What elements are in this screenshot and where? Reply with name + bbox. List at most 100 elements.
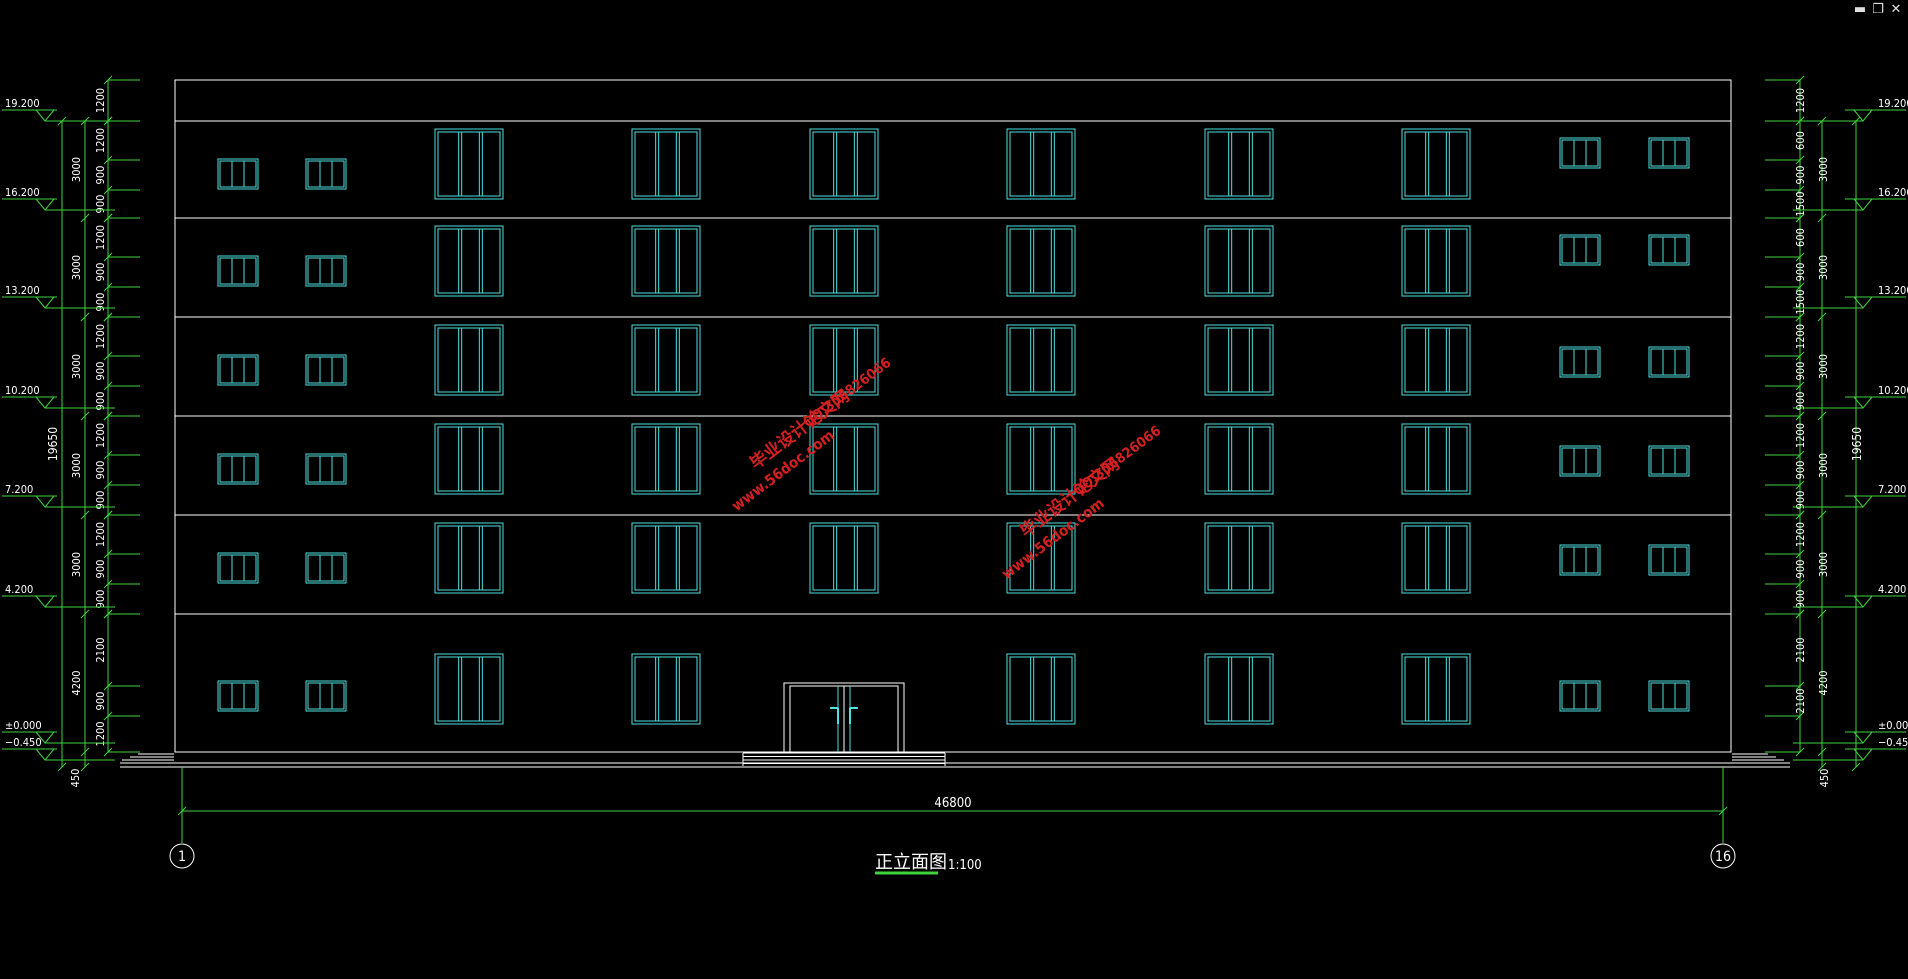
window-inner	[634, 656, 698, 722]
dim-tick	[1817, 411, 1827, 421]
elevation-marker: −0.450	[1793, 736, 1908, 761]
window-inner	[437, 525, 501, 591]
dim-detail-label: 1200	[94, 324, 107, 349]
window-frame	[1204, 324, 1274, 396]
elevation-marker: 10.200	[2, 384, 115, 409]
small-window	[305, 552, 347, 584]
small-window	[1559, 680, 1601, 712]
elevation-label: −0.450	[1878, 736, 1908, 749]
small-window	[1648, 346, 1690, 378]
dim-tick	[80, 762, 90, 772]
window-frame	[1006, 653, 1076, 725]
window-frame	[434, 522, 504, 594]
width-dimension-label: 46800	[934, 796, 971, 811]
dim-detail-label: 900	[1794, 362, 1807, 381]
window	[1006, 653, 1076, 725]
window-inner	[1404, 426, 1468, 492]
window-inner	[307, 356, 345, 384]
dim-detail-label: 900	[94, 392, 107, 411]
elev-triangle	[1853, 495, 1873, 508]
dim-tick	[80, 747, 90, 757]
elevation-marker: 19.200	[1793, 97, 1908, 122]
window-frame	[809, 324, 879, 396]
dim-tick	[57, 762, 67, 772]
small-window	[1559, 346, 1601, 378]
axis-label: 16	[1715, 849, 1731, 865]
window-frame	[1204, 225, 1274, 297]
elevation-marker: 4.200	[1793, 583, 1906, 608]
window-inner	[1207, 656, 1271, 722]
window-inner	[307, 160, 345, 188]
elevation-label: 19.200	[5, 97, 40, 110]
window-frame	[1401, 225, 1471, 297]
window	[434, 423, 504, 495]
small-window	[1648, 137, 1690, 169]
window-frame	[1006, 128, 1076, 200]
window-inner	[1009, 228, 1073, 294]
dim-total-label: 19650	[46, 427, 60, 461]
dim-detail-label: 1200	[94, 128, 107, 153]
axis-circle	[1710, 843, 1736, 869]
dim-detail-label: 900	[94, 692, 107, 711]
window-frame	[1648, 137, 1690, 169]
window-inner	[1207, 131, 1271, 197]
dim-tick	[1817, 747, 1827, 757]
dim-floor-label: 4200	[70, 670, 83, 695]
window-inner	[1561, 447, 1599, 475]
dim-tick	[80, 609, 90, 619]
window-frame	[631, 225, 701, 297]
elev-triangle	[1853, 731, 1873, 744]
window-inner	[307, 554, 345, 582]
axis-circle	[169, 843, 195, 869]
window-inner	[1404, 327, 1468, 393]
minimize-icon[interactable]: ▬	[1853, 2, 1867, 17]
watermark-text: QQ:306826066	[800, 355, 894, 431]
window	[1006, 423, 1076, 495]
dim-tick	[1817, 213, 1827, 223]
small-window	[217, 453, 259, 485]
dim-tick	[1718, 806, 1728, 816]
restore-icon[interactable]: ❐	[1872, 2, 1884, 17]
window-inner	[219, 554, 257, 582]
window-frame	[1559, 346, 1601, 378]
elevation-label: 16.200	[5, 186, 40, 199]
dim-floor-label: 4200	[1817, 670, 1830, 695]
window-inner	[1009, 525, 1073, 591]
door-frame	[783, 682, 905, 754]
window	[1006, 225, 1076, 297]
window-inner	[1009, 327, 1073, 393]
axis-label: 1	[178, 849, 186, 865]
window-frame	[305, 255, 347, 287]
window-inner	[1561, 348, 1599, 376]
close-icon[interactable]: ✕	[1890, 2, 1902, 17]
window-frame	[631, 522, 701, 594]
window-inner	[634, 426, 698, 492]
window-frame	[1648, 445, 1690, 477]
dim-total-label: 19650	[1850, 427, 1864, 461]
window	[1006, 522, 1076, 594]
dim-detail-label: 900	[94, 461, 107, 480]
window-frame	[631, 423, 701, 495]
window-inner	[1561, 682, 1599, 710]
window-frame	[1559, 137, 1601, 169]
elevation-marker: 16.200	[1793, 186, 1908, 211]
window-inner	[1009, 656, 1073, 722]
dim-detail-label: 1200	[94, 522, 107, 547]
dim-detail-label: 1500	[1794, 191, 1807, 216]
elevation-label: 4.200	[1878, 583, 1906, 596]
small-window	[1559, 445, 1601, 477]
elev-triangle	[1853, 198, 1873, 211]
axis-bubble: 1	[169, 821, 195, 869]
window-inner	[1404, 525, 1468, 591]
window-inner	[812, 228, 876, 294]
window-frame	[1648, 680, 1690, 712]
window-inner	[1650, 236, 1688, 264]
dim-plinth-label: 450	[69, 769, 82, 788]
elevation-label: ±0.000	[1878, 719, 1908, 732]
window-frame	[305, 453, 347, 485]
elevation-marker: 10.200	[1793, 384, 1908, 409]
elevation-marker: 19.200	[2, 97, 115, 122]
window	[1204, 653, 1274, 725]
window-frame	[1559, 234, 1601, 266]
window-frame	[1006, 225, 1076, 297]
